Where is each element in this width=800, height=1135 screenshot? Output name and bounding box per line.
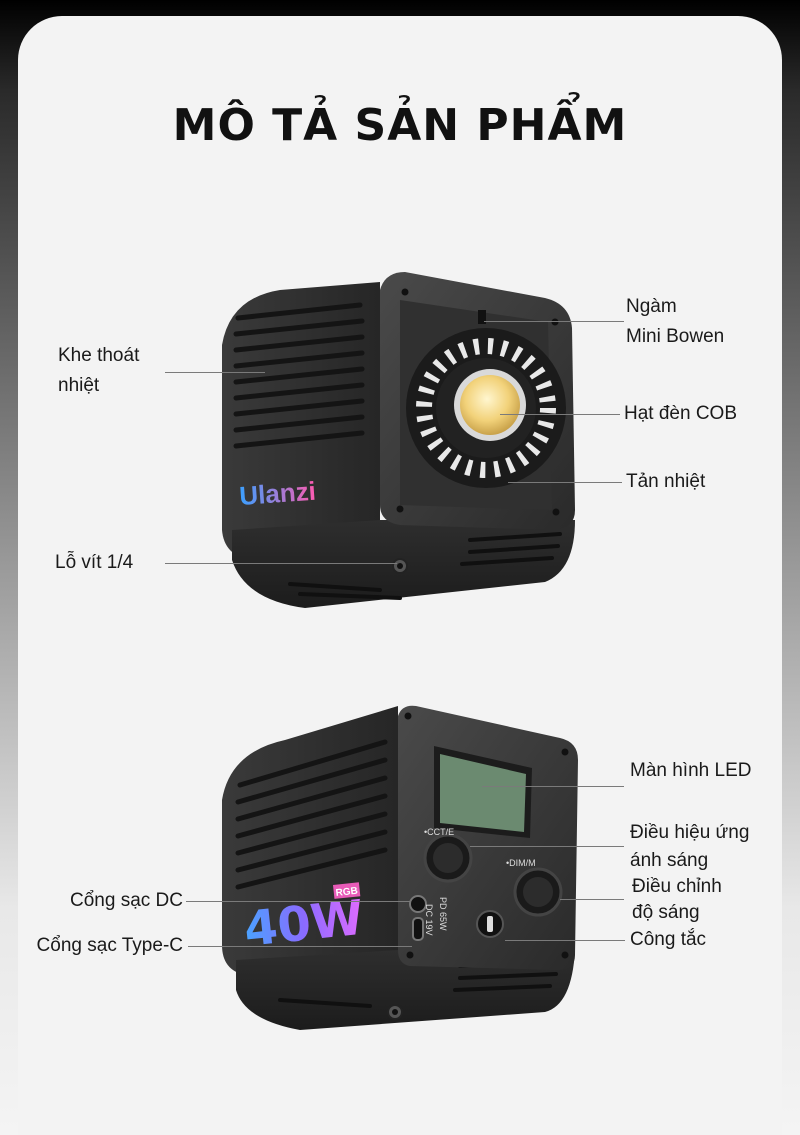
leader-switch — [505, 940, 625, 941]
callout-led-screen: Màn hình LED — [630, 760, 752, 781]
callout-heatsink: Tản nhiệt — [626, 471, 706, 492]
callout-effects-line1: Điều hiệu ứng — [630, 822, 750, 843]
rgb-badge: RGB — [335, 886, 358, 899]
leader-dc — [186, 901, 410, 902]
vent-slots — [233, 302, 365, 449]
callout-effects-line2: ánh sáng — [630, 850, 709, 871]
callout-vents: Khe thoát nhiệt — [58, 341, 139, 401]
callout-screw: Lỗ vít 1/4 — [55, 552, 134, 573]
leader-brightness — [560, 899, 624, 900]
callout-brightness: Điều chỉnh độ sáng — [632, 874, 722, 926]
page-title: MÔ TẢ SẢN PHẨM — [172, 100, 628, 151]
callout-effects: Điều hiệu ứng ánh sáng — [630, 819, 749, 875]
leader-led — [482, 786, 624, 787]
callout-typec-port: Cổng sạc Type-C — [36, 935, 183, 956]
light-top-view: Ulanzi — [222, 272, 575, 608]
leader-typec — [188, 946, 412, 947]
typec-port — [412, 917, 424, 941]
pd-port-label: PD 65W — [438, 897, 448, 931]
callout-mount: Ngàm Mini Bowen — [626, 292, 724, 352]
callout-power-switch: Công tắc — [630, 929, 707, 950]
led-screen — [440, 754, 526, 832]
leader-mount — [484, 321, 624, 322]
bottom-vents — [288, 532, 562, 600]
callout-brightness-line2: độ sáng — [632, 902, 700, 923]
leader-heatsink — [508, 482, 622, 483]
callout-vents-line2: nhiệt — [58, 375, 100, 396]
callout-mount-line2: Mini Bowen — [626, 326, 725, 347]
leader-cob — [500, 414, 620, 415]
leader-effects — [470, 846, 624, 847]
callout-mount-line1: Ngàm — [626, 296, 677, 317]
callout-dc-port: Cổng sạc DC — [70, 890, 183, 911]
dc-port-label: DC 19V — [424, 904, 434, 936]
leader-vents — [165, 372, 265, 373]
light-bottom-view: •CCT/E •DIM/M DC 19V PD 65W 40W RGB — [222, 705, 578, 1030]
dc-port — [409, 895, 427, 913]
cob-chip — [460, 375, 520, 435]
callout-brightness-line1: Điều chỉnh — [632, 876, 722, 897]
leader-screw — [165, 563, 397, 564]
brand-logo: Ulanzi — [238, 476, 316, 511]
knob-label-dim: •DIM/M — [506, 858, 536, 868]
callout-vents-line1: Khe thoát — [58, 345, 140, 366]
callout-cob: Hạt đèn COB — [624, 403, 737, 424]
vent-slots-bottom — [235, 739, 388, 890]
knob-label-cct: •CCT/E — [424, 827, 454, 837]
